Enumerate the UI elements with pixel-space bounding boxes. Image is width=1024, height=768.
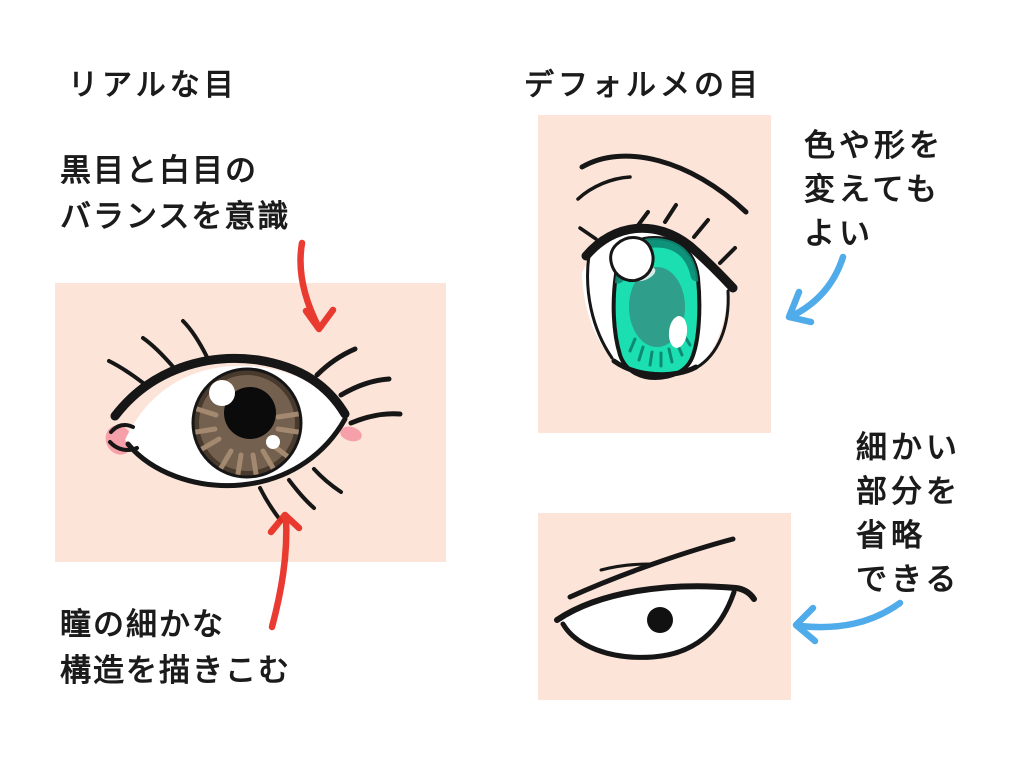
left-title: リアルな目 <box>68 69 238 102</box>
right-title: デフォルメの目 <box>524 69 762 102</box>
arrow-head <box>792 604 819 645</box>
iris-streaks <box>193 406 301 477</box>
realistic-eye-illustration <box>105 319 403 523</box>
inner-corner-lines <box>108 422 139 452</box>
arrow-shaft <box>796 599 904 631</box>
note-pupil-detail: 瞳の細かな 構造を描きこむ <box>60 607 291 688</box>
upper-lashes <box>107 319 403 426</box>
tear-duct-right <box>340 426 362 442</box>
simple-eye-panel <box>538 513 791 700</box>
upper-eyelid <box>581 223 738 293</box>
anime-eye-illustration <box>576 153 749 381</box>
simple-eye-illustration <box>554 536 757 660</box>
highlight-large <box>209 380 235 406</box>
eyebrow-second-stroke <box>576 175 632 201</box>
arrow-shaft <box>788 253 847 320</box>
arrow-head <box>785 288 815 326</box>
upper-lashes <box>578 203 737 265</box>
eyebrow-branch <box>599 562 652 572</box>
upper-eyelid <box>110 353 350 421</box>
lower-eyelid <box>560 589 737 660</box>
dot-pupil <box>647 607 673 633</box>
highlight-small <box>668 316 688 348</box>
realistic-eye-panel <box>55 283 446 562</box>
anime-eye-panel <box>538 115 771 433</box>
sclera <box>559 585 734 659</box>
eyebrow <box>567 536 736 600</box>
highlight-small <box>266 435 280 449</box>
highlight-large <box>609 236 655 283</box>
blue-arrow-top <box>785 253 847 326</box>
lower-eyelid <box>125 416 348 489</box>
sclera-left-contour <box>586 253 614 360</box>
note-iris-balance: 黒目と白目の バランスを意識 <box>60 153 291 234</box>
lower-eyelid <box>611 358 699 378</box>
eyebrow <box>579 153 749 215</box>
upper-eyelid <box>554 583 757 623</box>
sclera-right-contour <box>694 289 730 370</box>
note-color-shape: 色や形を 変えても よい <box>804 128 944 251</box>
note-omit-detail: 細かい 部分を 省略 できる <box>856 430 961 597</box>
blue-arrow-bottom <box>792 599 904 645</box>
pupil <box>224 387 276 439</box>
